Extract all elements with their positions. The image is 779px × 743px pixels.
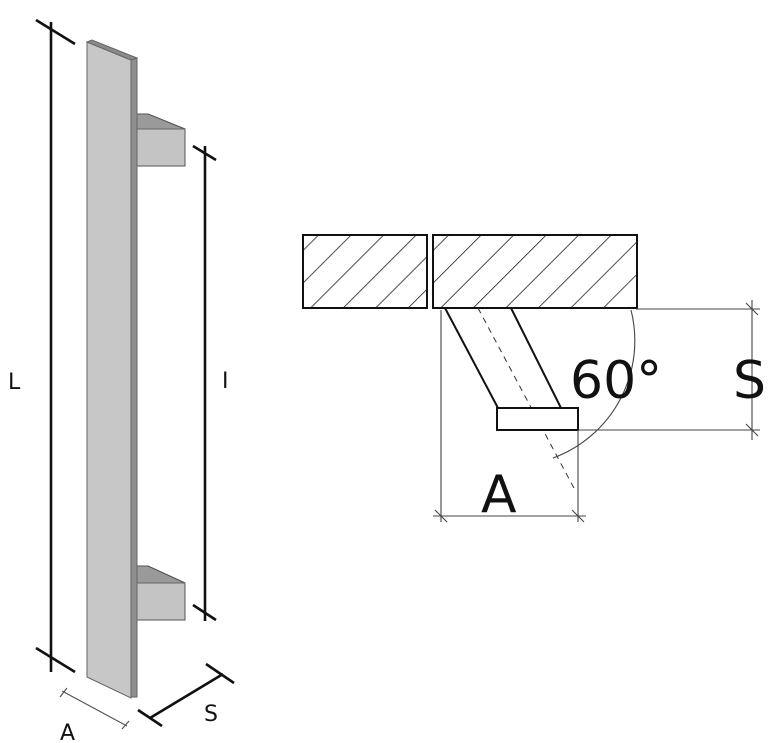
dimension-A-label: A — [60, 721, 75, 743]
bar-cross-section — [496, 407, 579, 431]
dimension-L-line — [35, 18, 76, 674]
angle-label: 60° — [570, 351, 662, 411]
angle-arc — [552, 309, 636, 459]
dimension-A-line — [59, 687, 130, 730]
bracket-bottom — [136, 565, 186, 621]
dimension-L-label: L — [8, 370, 21, 395]
door-section-right — [432, 234, 638, 309]
section-view: S 60° A — [302, 234, 766, 525]
section-dimension-A — [433, 310, 586, 523]
section-dimension-S — [578, 300, 760, 440]
section-A-label: A — [481, 465, 517, 525]
handle-isometric-view: L I A — [8, 18, 235, 743]
door-section-left — [302, 234, 428, 309]
dimension-I-line — [192, 144, 217, 622]
dimension-S-line — [137, 662, 235, 728]
bracket-top — [136, 113, 186, 167]
handle-bar — [85, 39, 139, 699]
standoff-leg — [443, 307, 576, 491]
section-S-label: S — [733, 351, 766, 411]
dimension-S-label: S — [204, 702, 218, 727]
dimension-I-label: I — [222, 369, 229, 394]
